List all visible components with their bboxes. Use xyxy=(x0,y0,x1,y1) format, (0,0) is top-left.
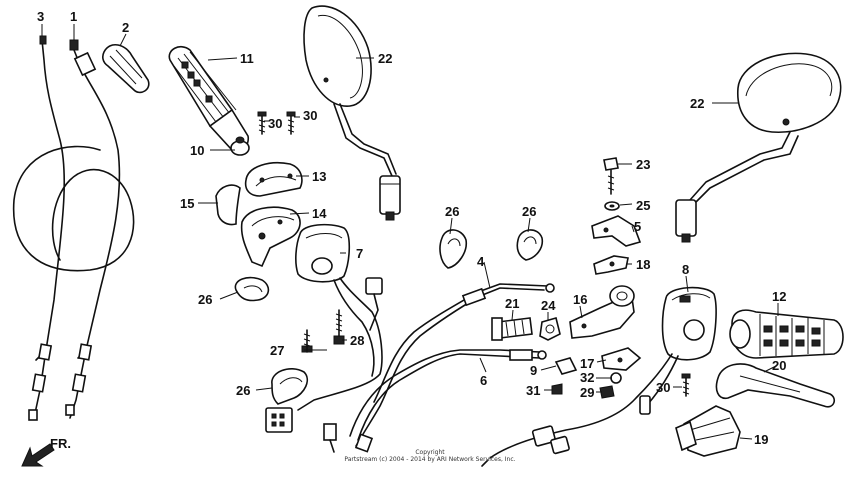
callout-25: 25 xyxy=(636,198,650,213)
screw-30c[interactable] xyxy=(681,373,691,397)
callout-15: 15 xyxy=(180,196,194,211)
part-9[interactable] xyxy=(554,357,578,375)
brake-lever[interactable] xyxy=(715,363,836,408)
callout-26c: 26 xyxy=(445,204,459,219)
cable-clamp-26b[interactable] xyxy=(271,368,309,405)
callout-13: 13 xyxy=(312,169,326,184)
leader-lines xyxy=(41,24,779,440)
right-grip[interactable] xyxy=(729,309,844,359)
front-direction-arrow xyxy=(21,443,55,467)
screw-30a[interactable] xyxy=(257,111,267,135)
switch-housing-lower[interactable] xyxy=(240,206,301,268)
washer-32[interactable] xyxy=(610,372,622,384)
callout-22b: 22 xyxy=(690,96,704,111)
callout-26d: 26 xyxy=(522,204,536,219)
callout-6: 6 xyxy=(480,373,487,388)
lever-cover[interactable] xyxy=(675,405,741,457)
callout-16: 16 xyxy=(573,292,587,307)
copyright-notice: Copyright Partstream (c) 2004 - 2014 by … xyxy=(330,449,530,463)
copyright-line-2: Partstream (c) 2004 - 2014 by ARI Networ… xyxy=(344,456,516,463)
mirror-left[interactable] xyxy=(303,5,401,221)
cable-clamp-26a[interactable] xyxy=(234,276,270,302)
callout-8: 8 xyxy=(682,262,689,277)
front-direction-label: FR. xyxy=(50,436,71,451)
copyright-line-1: Copyright xyxy=(415,449,445,456)
switch-housing-upper[interactable] xyxy=(244,162,303,197)
brake-cable-6[interactable] xyxy=(323,349,547,453)
cable-boot[interactable] xyxy=(102,44,150,94)
callout-7: 7 xyxy=(356,246,363,261)
throttle-grip[interactable] xyxy=(168,45,250,156)
callout-32: 32 xyxy=(580,370,594,385)
callout-23: 23 xyxy=(636,157,650,172)
callout-3: 3 xyxy=(37,9,44,24)
callout-27: 27 xyxy=(270,343,284,358)
callout-1: 1 xyxy=(70,9,77,24)
nut-29[interactable] xyxy=(599,385,615,399)
screw-28[interactable] xyxy=(333,309,345,345)
callout-18: 18 xyxy=(636,257,650,272)
nut-24[interactable] xyxy=(539,317,561,341)
screw-30b[interactable] xyxy=(286,111,296,135)
switch-cover[interactable] xyxy=(215,184,241,226)
callout-5: 5 xyxy=(634,219,641,234)
callout-11: 11 xyxy=(240,51,254,66)
lever-pivot-5[interactable] xyxy=(591,215,642,247)
callout-29: 29 xyxy=(580,385,594,400)
right-handlebar-switch[interactable] xyxy=(481,286,717,467)
throttle-cable-assembly[interactable] xyxy=(12,35,135,421)
callout-4: 4 xyxy=(477,254,485,269)
callout-26b: 26 xyxy=(236,383,250,398)
callout-24: 24 xyxy=(541,298,556,313)
callout-2: 2 xyxy=(122,20,129,35)
callout-17: 17 xyxy=(580,356,594,371)
callout-26a: 26 xyxy=(198,292,212,307)
callout-12: 12 xyxy=(772,289,786,304)
mirror-right[interactable] xyxy=(675,52,842,243)
callout-22a: 22 xyxy=(378,51,392,66)
bolt-21[interactable] xyxy=(491,317,533,341)
callout-31: 31 xyxy=(526,383,540,398)
bracket-17[interactable] xyxy=(601,347,642,371)
callout-10: 10 xyxy=(190,143,204,158)
callout-28: 28 xyxy=(350,333,364,348)
callout-numbers: 3 1 2 11 10 30 30 13 15 14 22 22 26 26 7… xyxy=(37,9,786,447)
callout-14: 14 xyxy=(312,206,327,221)
screw-27[interactable] xyxy=(301,329,313,353)
cable-clamp-26c[interactable] xyxy=(439,229,468,269)
callout-30a: 30 xyxy=(268,116,282,131)
bolt-31[interactable] xyxy=(551,383,563,395)
callout-9: 9 xyxy=(530,363,537,378)
lever-bracket-16[interactable] xyxy=(569,285,635,339)
left-handlebar-switch[interactable] xyxy=(265,223,383,433)
cable-clamp-26d[interactable] xyxy=(516,229,544,261)
clutch-cable-4[interactable] xyxy=(355,283,555,447)
callout-30c: 30 xyxy=(656,380,670,395)
screw-23[interactable] xyxy=(603,157,619,195)
callout-30b: 30 xyxy=(303,108,317,123)
washer-25[interactable] xyxy=(604,201,620,211)
callout-19: 19 xyxy=(754,432,768,447)
callout-21: 21 xyxy=(505,296,519,311)
plate-18[interactable] xyxy=(593,255,629,275)
callout-20: 20 xyxy=(772,358,786,373)
